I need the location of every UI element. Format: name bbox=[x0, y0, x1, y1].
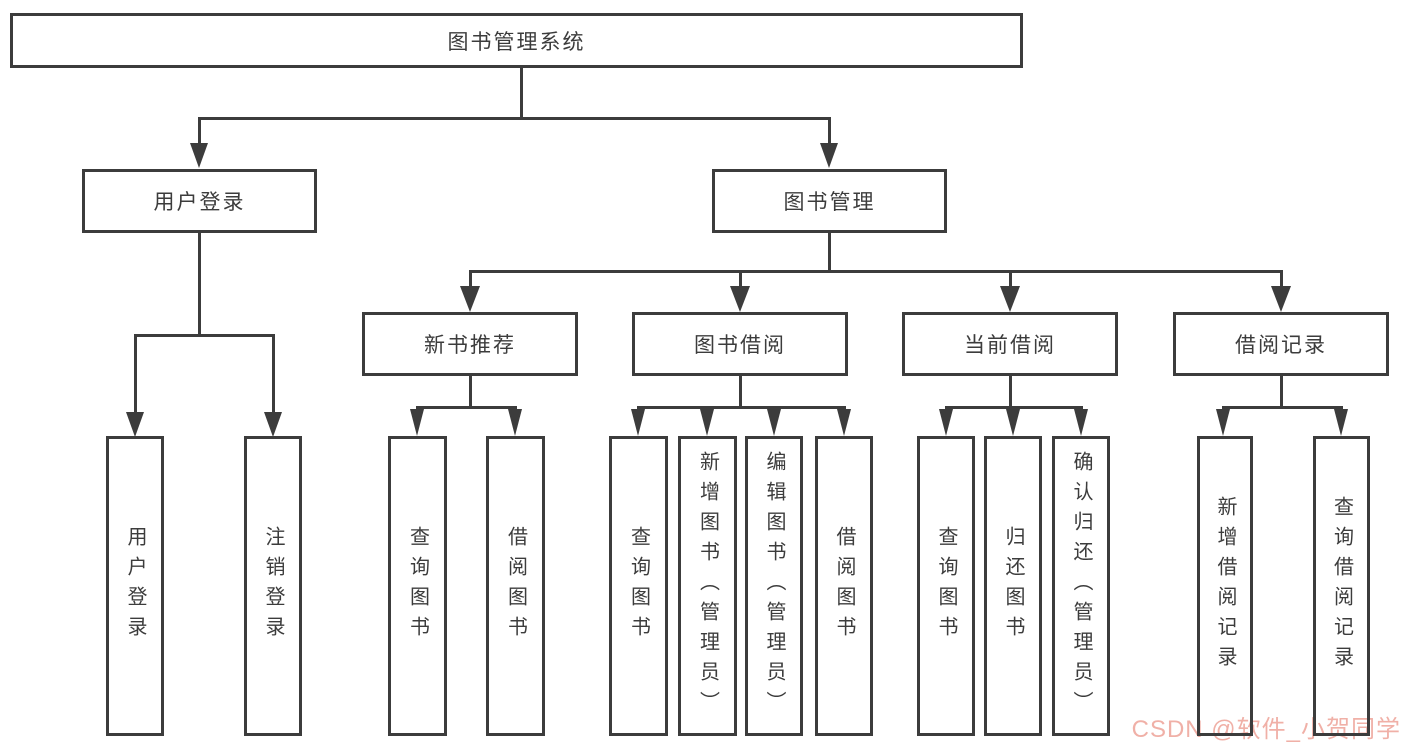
connector-level2-rail bbox=[197, 117, 831, 120]
arrow-into-borrowing bbox=[730, 286, 750, 312]
leaf-borrow-books-borrowing: 借阅图书 bbox=[815, 436, 873, 736]
arrow-into-leaf-add-record bbox=[1216, 409, 1230, 436]
leaf-edit-book-admin: 编辑图书（管理员） bbox=[745, 436, 803, 736]
arrow-into-leaf-borrow-c bbox=[837, 409, 851, 436]
connector-book-mgmt-drop bbox=[827, 117, 831, 145]
leaf-confirm-return-admin: 确认归还（管理员） bbox=[1052, 436, 1110, 736]
connector-user-login-rail bbox=[133, 334, 275, 337]
connector-logout-leaf-drop bbox=[271, 334, 275, 414]
connector-login-leaf-drop bbox=[133, 334, 137, 414]
leaf-confirm-return-admin-label: 确认归还（管理员） bbox=[1070, 451, 1092, 721]
arrow-into-leaf-borrow-b bbox=[508, 409, 522, 436]
node-new-book-recommend: 新书推荐 bbox=[362, 312, 578, 376]
node-user-login: 用户登录 bbox=[82, 169, 317, 233]
leaf-edit-book-admin-label: 编辑图书（管理员） bbox=[763, 451, 785, 721]
node-current-borrowing-label: 当前借阅 bbox=[964, 334, 1056, 357]
leaf-query-books-borrowing-label: 查询图书 bbox=[627, 526, 650, 646]
leaf-user-login-label: 用户登录 bbox=[124, 526, 146, 646]
connector-borrowing-rail bbox=[636, 406, 846, 409]
node-borrow-records-label: 借阅记录 bbox=[1235, 334, 1327, 357]
csdn-watermark: CSDN @软件_小贺同学 bbox=[1131, 716, 1401, 743]
connector-borrowing-stub bbox=[738, 376, 742, 409]
arrow-into-leaf-query-b bbox=[410, 409, 424, 436]
arrow-into-user-login bbox=[190, 143, 208, 168]
connector-newbooks-rail bbox=[415, 406, 517, 409]
leaf-logout-label: 注销登录 bbox=[262, 526, 284, 646]
leaf-return-book: 归还图书 bbox=[984, 436, 1042, 736]
connector-current-drop bbox=[1008, 270, 1012, 288]
leaf-return-book-label: 归还图书 bbox=[1002, 526, 1024, 646]
arrow-into-current bbox=[1000, 286, 1020, 312]
connector-newbooks-drop bbox=[468, 270, 472, 288]
node-book-borrowing-label: 图书借阅 bbox=[694, 334, 786, 357]
connector-root-stub bbox=[519, 68, 523, 120]
node-root-system: 图书管理系统 bbox=[10, 13, 1023, 68]
leaf-borrow-books-newbooks-label: 借阅图书 bbox=[504, 526, 527, 646]
arrow-into-newbooks bbox=[460, 286, 480, 312]
connector-level3-rail bbox=[468, 270, 1283, 273]
arrow-into-records bbox=[1271, 286, 1291, 312]
leaf-query-books-current-label: 查询图书 bbox=[935, 526, 957, 646]
arrow-into-leaf-confirm bbox=[1074, 409, 1088, 436]
connector-user-login-stub bbox=[197, 233, 201, 337]
leaf-query-borrow-record: 查询借阅记录 bbox=[1313, 436, 1370, 736]
leaf-query-books-current: 查询图书 bbox=[917, 436, 975, 736]
connector-current-stub bbox=[1008, 376, 1012, 409]
connector-book-mgmt-stub bbox=[827, 233, 831, 273]
leaf-borrow-books-borrowing-label: 借阅图书 bbox=[833, 526, 855, 646]
arrow-into-leaf-logout bbox=[264, 412, 282, 437]
leaf-add-book-admin: 新增图书（管理员） bbox=[678, 436, 737, 736]
connector-records-rail bbox=[1221, 406, 1343, 409]
leaf-add-book-admin-label: 新增图书（管理员） bbox=[696, 451, 719, 721]
leaf-add-borrow-record-label: 新增借阅记录 bbox=[1214, 496, 1236, 676]
node-new-book-recommend-label: 新书推荐 bbox=[424, 334, 516, 357]
connector-borrowing-drop bbox=[738, 270, 742, 288]
node-book-mgmt: 图书管理 bbox=[712, 169, 947, 233]
arrow-into-leaf-query-record bbox=[1334, 409, 1348, 436]
arrow-into-leaf-query-d bbox=[939, 409, 953, 436]
leaf-query-books-newbooks: 查询图书 bbox=[388, 436, 447, 736]
connector-user-login-drop bbox=[197, 117, 201, 145]
arrow-into-leaf-edit-book bbox=[767, 409, 781, 436]
leaf-add-borrow-record: 新增借阅记录 bbox=[1197, 436, 1253, 736]
connector-current-rail bbox=[944, 406, 1083, 409]
connector-records-stub bbox=[1279, 376, 1283, 409]
node-book-mgmt-label: 图书管理 bbox=[783, 191, 876, 214]
node-borrow-records: 借阅记录 bbox=[1173, 312, 1389, 376]
arrow-into-leaf-add-book bbox=[700, 409, 714, 436]
arrow-into-leaf-login bbox=[126, 412, 144, 437]
connector-newbooks-stub bbox=[468, 376, 472, 409]
node-book-borrowing: 图书借阅 bbox=[632, 312, 848, 376]
arrow-into-leaf-query-c bbox=[631, 409, 645, 436]
node-root-label: 图书管理系统 bbox=[447, 30, 586, 54]
leaf-logout: 注销登录 bbox=[244, 436, 302, 736]
arrow-into-book-mgmt bbox=[820, 143, 838, 168]
leaf-query-borrow-record-label: 查询借阅记录 bbox=[1330, 496, 1353, 676]
node-user-login-label: 用户登录 bbox=[153, 191, 246, 214]
leaf-user-login: 用户登录 bbox=[106, 436, 164, 736]
node-current-borrowing: 当前借阅 bbox=[902, 312, 1118, 376]
arrow-into-leaf-return bbox=[1006, 409, 1020, 436]
leaf-borrow-books-newbooks: 借阅图书 bbox=[486, 436, 545, 736]
leaf-query-books-borrowing: 查询图书 bbox=[609, 436, 668, 736]
connector-records-drop bbox=[1279, 270, 1283, 288]
leaf-query-books-newbooks-label: 查询图书 bbox=[406, 526, 429, 646]
